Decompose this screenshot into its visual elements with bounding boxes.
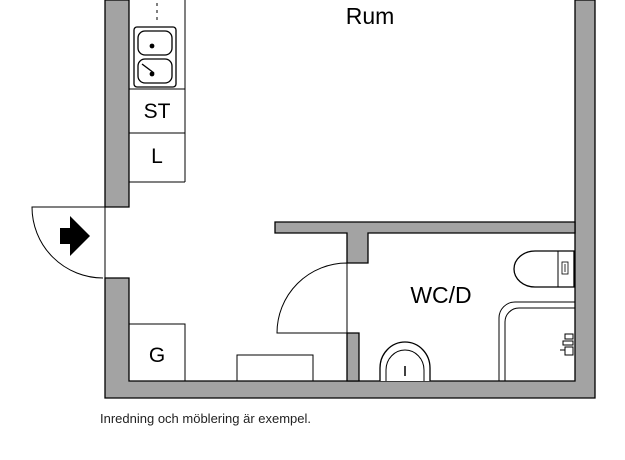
interior-walls (274, 221, 576, 382)
exterior-walls (104, 0, 596, 399)
left-wall-upper (104, 0, 130, 208)
bathroom-left-wall (346, 332, 360, 382)
wardrobe-label: L (151, 145, 163, 168)
kitchen-unit: ST L (129, 0, 186, 183)
low-cabinet (236, 354, 314, 382)
bathroom-door-swing (276, 262, 348, 334)
bathroom-label: WC/D (410, 282, 471, 308)
entrance-arrow-icon (60, 216, 90, 256)
bathroom-top-wall (274, 221, 576, 264)
entrance-door-swing (31, 206, 106, 279)
stove-label: ST (144, 100, 171, 123)
toilet-icon (513, 250, 575, 288)
hall-wardrobe: G (129, 323, 186, 381)
double-sink-icon (133, 26, 177, 88)
left-wall-lower (104, 0, 596, 399)
main-room-label: Rum (346, 3, 395, 29)
entrance-door (31, 206, 106, 279)
shower-enclosure (498, 301, 575, 381)
shower-faucet-icon (560, 333, 574, 356)
hall-wardrobe-label: G (149, 344, 165, 367)
washbasin-icon (379, 341, 431, 381)
disclaimer-note: Inredning och möblering är exempel. (100, 411, 312, 426)
